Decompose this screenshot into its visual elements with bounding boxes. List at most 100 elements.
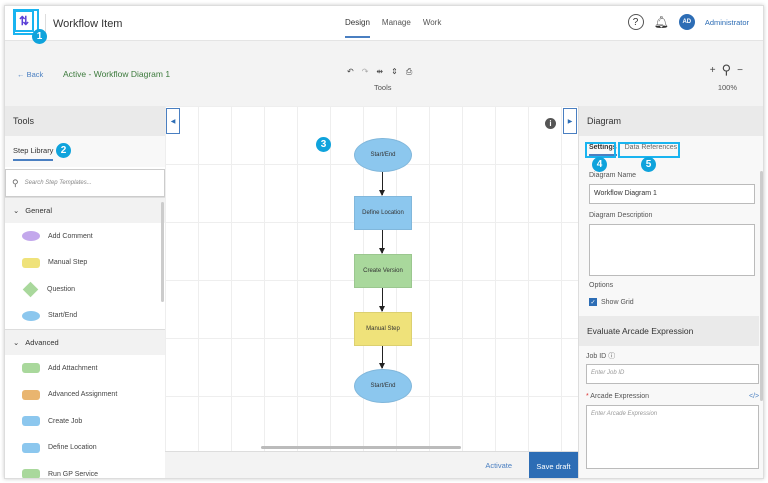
save-draft-button[interactable]: Save draft bbox=[529, 452, 578, 478]
step-shape-swatch bbox=[22, 257, 40, 268]
checkbox-checked-icon[interactable]: ✓ bbox=[589, 298, 597, 306]
diagram-node-create-version[interactable]: Create Version bbox=[354, 254, 412, 288]
annotation-badge-1: 1 bbox=[32, 29, 47, 44]
group-header-advanced[interactable]: ⌄ Advanced bbox=[5, 329, 165, 355]
footer-bar: Activate Save draft bbox=[165, 451, 578, 478]
zoom-in-button[interactable]: + bbox=[709, 64, 716, 76]
step-template-item[interactable]: Add Comment bbox=[5, 223, 165, 250]
redo-icon[interactable]: ↷ bbox=[361, 67, 369, 76]
nav-manage[interactable]: Manage bbox=[381, 18, 411, 27]
tools-panel-title: Tools bbox=[5, 106, 165, 136]
job-id-label: Job ID ⓘ bbox=[586, 351, 615, 361]
step-template-item[interactable]: Manual Step bbox=[5, 250, 165, 277]
step-shape-swatch bbox=[22, 231, 40, 242]
search-input[interactable]: ⚲ Search Step Templates... bbox=[5, 169, 165, 197]
diagram-toolbar: ← Back Active - Workflow Diagram 1 ↶ ↷ ⇹… bbox=[5, 42, 763, 106]
diagram-panel-title: Diagram bbox=[579, 106, 763, 136]
diagram-node-manual-step[interactable]: Manual Step bbox=[354, 312, 412, 346]
step-template-item[interactable]: Define Location bbox=[5, 435, 165, 462]
info-icon[interactable]: i bbox=[545, 118, 556, 129]
panel-scrollbar[interactable] bbox=[760, 171, 763, 401]
workflow-logo-icon[interactable]: ⇅ bbox=[14, 10, 34, 32]
help-icon[interactable]: ? bbox=[627, 14, 644, 30]
arcade-expression-label: * Arcade Expression bbox=[586, 393, 649, 400]
step-label: Question bbox=[47, 285, 76, 293]
diagram-node-start-end[interactable]: Start/End bbox=[354, 369, 412, 403]
info-icon[interactable]: ⓘ bbox=[608, 353, 616, 360]
tab-step-library[interactable]: Step Library bbox=[13, 146, 54, 161]
diagram-node-start-end[interactable]: Start/End bbox=[354, 138, 412, 172]
collapse-right-button[interactable]: ▶ bbox=[563, 108, 577, 134]
canvas-scrollbar[interactable] bbox=[261, 446, 461, 449]
group-label: Advanced bbox=[25, 338, 59, 347]
step-shape-swatch bbox=[22, 416, 40, 427]
step-template-item[interactable]: Advanced Assignment bbox=[5, 382, 165, 409]
group-label: General bbox=[25, 206, 52, 215]
step-template-item[interactable]: Start/End bbox=[5, 303, 165, 330]
step-label: Add Attachment bbox=[48, 364, 98, 372]
align-horizontal-icon[interactable]: ⇹ bbox=[376, 67, 384, 76]
step-label: Manual Step bbox=[48, 259, 88, 267]
align-vertical-icon[interactable]: ⇕ bbox=[391, 67, 398, 76]
code-icon[interactable]: </> bbox=[749, 393, 760, 400]
step-shape-swatch bbox=[22, 363, 40, 374]
diagram-node-define-location[interactable]: Define Location bbox=[354, 196, 412, 230]
divider bbox=[45, 14, 46, 34]
connector-arrow[interactable] bbox=[379, 172, 385, 196]
back-link[interactable]: ← Back bbox=[17, 70, 44, 79]
chevron-down-icon: ⌄ bbox=[13, 206, 20, 215]
arcade-label-text: Arcade Expression bbox=[590, 393, 650, 400]
step-template-item[interactable]: Create Job bbox=[5, 408, 165, 435]
arcade-expression-input[interactable]: Enter Arcade Expression bbox=[586, 405, 759, 469]
activate-button[interactable]: Activate bbox=[485, 461, 512, 470]
job-id-text: Job ID bbox=[586, 353, 607, 360]
collapse-left-button[interactable]: ◀ bbox=[166, 108, 180, 134]
highlight-data-references-tab bbox=[618, 142, 680, 158]
tab-settings[interactable]: Settings bbox=[589, 144, 617, 156]
group-header-general[interactable]: ⌄ General bbox=[5, 197, 165, 223]
connector-arrow[interactable] bbox=[379, 230, 385, 254]
highlight-settings-tab bbox=[585, 142, 616, 158]
user-name[interactable]: Administrator bbox=[704, 17, 749, 27]
required-marker: * bbox=[586, 393, 589, 400]
diagram-panel: Diagram Settings Data References Diagram… bbox=[578, 106, 763, 478]
step-template-item[interactable]: Add Attachment bbox=[5, 355, 165, 382]
tools-panel: Tools Step Library ⚲ Search Step Template… bbox=[5, 106, 165, 478]
bell-icon[interactable]: 🔔︎ bbox=[653, 15, 669, 29]
show-grid-option[interactable]: ✓ Show Grid bbox=[589, 298, 634, 306]
job-id-input[interactable]: Enter Job ID bbox=[586, 364, 759, 384]
connector-arrow[interactable] bbox=[379, 346, 385, 369]
tab-data-references[interactable]: Data References bbox=[624, 144, 678, 151]
tools-scrollbar[interactable] bbox=[161, 202, 164, 302]
tools-label: Tools bbox=[374, 83, 392, 92]
step-label: Create Job bbox=[48, 417, 83, 425]
nav-work[interactable]: Work bbox=[422, 18, 442, 27]
step-label: Define Location bbox=[48, 444, 97, 452]
zoom-out-button[interactable]: − bbox=[737, 64, 743, 76]
diagram-description-input[interactable] bbox=[589, 224, 755, 276]
search-placeholder: Search Step Templates... bbox=[24, 180, 92, 186]
avatar[interactable]: AD bbox=[678, 14, 695, 30]
chevron-down-icon: ⌄ bbox=[13, 338, 20, 347]
app-title: Workflow Item bbox=[53, 18, 123, 30]
zoom-level: 100% bbox=[717, 83, 737, 92]
undo-icon[interactable]: ↶ bbox=[347, 67, 354, 76]
step-shape-swatch bbox=[22, 469, 40, 478]
search-icon: ⚲ bbox=[12, 177, 19, 188]
step-shape-swatch bbox=[22, 389, 40, 400]
arcade-section-title: Evaluate Arcade Expression bbox=[579, 316, 759, 346]
annotation-badge-2: 2 bbox=[56, 143, 71, 158]
print-icon[interactable]: ⎙ bbox=[405, 67, 413, 76]
step-label: Run GP Service bbox=[48, 470, 99, 478]
nav-design[interactable]: Design bbox=[345, 18, 370, 38]
top-bar: ⇅ Workflow Item Design Manage Work ? 🔔︎ … bbox=[5, 6, 763, 41]
diagram-name-input[interactable]: Workflow Diagram 1 bbox=[589, 184, 755, 204]
back-label: Back bbox=[26, 70, 44, 79]
step-template-item[interactable]: Question bbox=[5, 276, 165, 303]
step-template-item[interactable]: Run GP Service bbox=[5, 461, 165, 478]
diagram-description-label: Diagram Description bbox=[589, 212, 653, 219]
step-label: Advanced Assignment bbox=[48, 391, 118, 399]
connector-arrow[interactable] bbox=[379, 288, 385, 312]
step-shape-swatch bbox=[22, 281, 39, 298]
